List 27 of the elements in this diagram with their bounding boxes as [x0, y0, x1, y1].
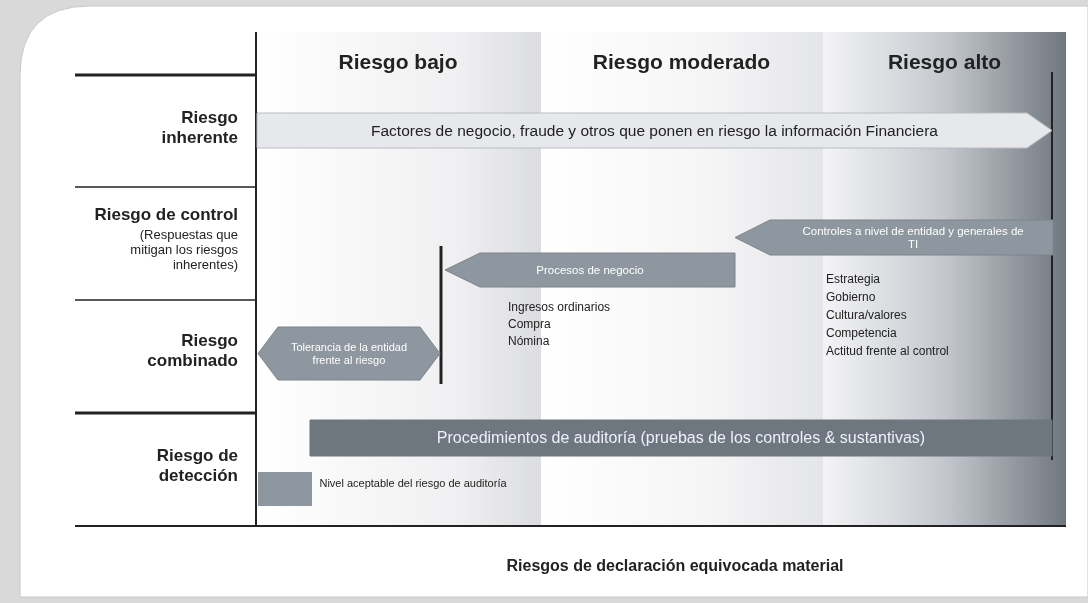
row-header: Riesgo inherente [160, 108, 238, 148]
list-item: Cultura/valores [826, 308, 907, 322]
process-bar [310, 420, 1052, 456]
row-header: Riesgo de control [93, 205, 238, 225]
list-item: Competencia [826, 326, 897, 340]
arrow-band [735, 220, 1053, 255]
list-item: Ingresos ordinarios [508, 300, 611, 314]
band-label: Tolerancia de la entidad frente al riesgo [289, 340, 409, 368]
row-header: Riesgo de detección [155, 446, 238, 486]
band-label: Controles a nivel de entidad y generales de TI [801, 223, 1025, 252]
band-label: Procedimientos de auditoría (pruebas de los controles & sustantivas) [435, 428, 927, 449]
band-label: Factores de negocio, fraude y otros que ponen en riesgo la información Financiera [370, 120, 939, 141]
row-note: (Respuestas que mitigan los riesgos inherentes) [129, 228, 238, 273]
list-item: Estrategia [826, 272, 881, 286]
legend-label: Nivel aceptable del riesgo de auditoría [318, 478, 508, 490]
band-label: Procesos de negocio [535, 262, 645, 278]
column-header: Riesgo alto [886, 50, 1003, 75]
column-header: Riesgo bajo [337, 50, 459, 75]
list-item: Actitud frente al control [826, 344, 949, 358]
arrow-band [257, 113, 1052, 148]
row-header: Riesgo combinado [146, 331, 238, 371]
column-header: Riesgo moderado [591, 50, 772, 75]
list-item: Compra [508, 317, 551, 331]
list-item: Nómina [508, 334, 550, 348]
list-item: Gobierno [826, 290, 876, 304]
arrow-band [445, 253, 735, 287]
axis-caption: Riesgos de declaración equivocada material [505, 557, 845, 576]
